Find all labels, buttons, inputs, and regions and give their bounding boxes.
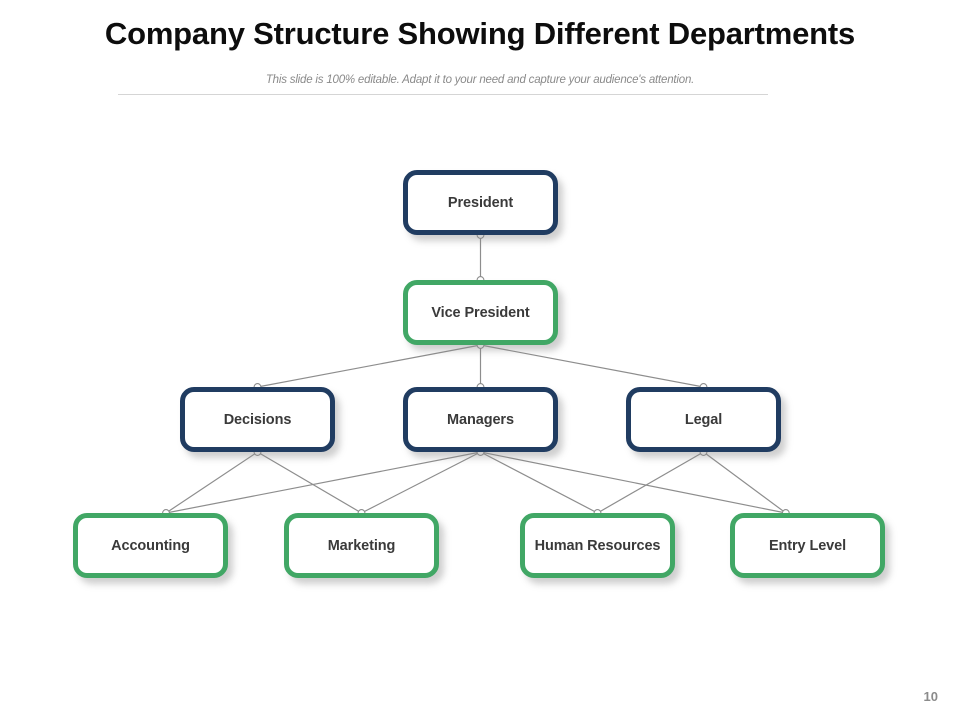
org-node-label: Managers bbox=[447, 411, 514, 428]
org-node-label: Accounting bbox=[111, 537, 190, 554]
org-node-president[interactable]: President bbox=[403, 170, 558, 235]
org-node-label: Marketing bbox=[327, 537, 396, 554]
org-node-label: Legal bbox=[684, 411, 723, 428]
slide-subtitle: This slide is 100% editable. Adapt it to… bbox=[265, 74, 695, 86]
org-edge-vice-president-to-decisions bbox=[257, 344, 481, 388]
page-title: Company Structure Showing Different Depa… bbox=[104, 16, 856, 51]
org-node-label: Human Resources bbox=[534, 537, 661, 554]
org-node-label: Entry Level bbox=[768, 537, 847, 554]
org-edge-legal-to-human-resources bbox=[597, 451, 704, 514]
org-edge-managers-to-entry-level bbox=[480, 451, 786, 514]
org-edge-managers-to-marketing bbox=[361, 451, 481, 514]
page-number: 10 bbox=[923, 689, 938, 704]
org-node-managers[interactable]: Managers bbox=[403, 387, 558, 452]
org-node-human-resources[interactable]: Human Resources bbox=[520, 513, 675, 578]
org-edge-managers-to-human-resources bbox=[480, 451, 598, 514]
org-node-accounting[interactable]: Accounting bbox=[73, 513, 228, 578]
org-edge-decisions-to-marketing bbox=[257, 451, 362, 514]
org-edge-managers-to-accounting bbox=[165, 451, 481, 514]
org-node-decisions[interactable]: Decisions bbox=[180, 387, 335, 452]
org-node-vice-president[interactable]: Vice President bbox=[403, 280, 558, 345]
org-edge-decisions-to-accounting bbox=[165, 451, 258, 514]
org-node-label: Vice President bbox=[431, 304, 530, 321]
org-node-marketing[interactable]: Marketing bbox=[284, 513, 439, 578]
org-node-legal[interactable]: Legal bbox=[626, 387, 781, 452]
org-node-label: President bbox=[447, 194, 514, 211]
header-divider bbox=[118, 94, 768, 95]
org-node-entry-level[interactable]: Entry Level bbox=[730, 513, 885, 578]
org-edge-legal-to-entry-level bbox=[703, 451, 787, 514]
org-edge-vice-president-to-legal bbox=[480, 344, 704, 388]
org-node-label: Decisions bbox=[223, 411, 292, 428]
